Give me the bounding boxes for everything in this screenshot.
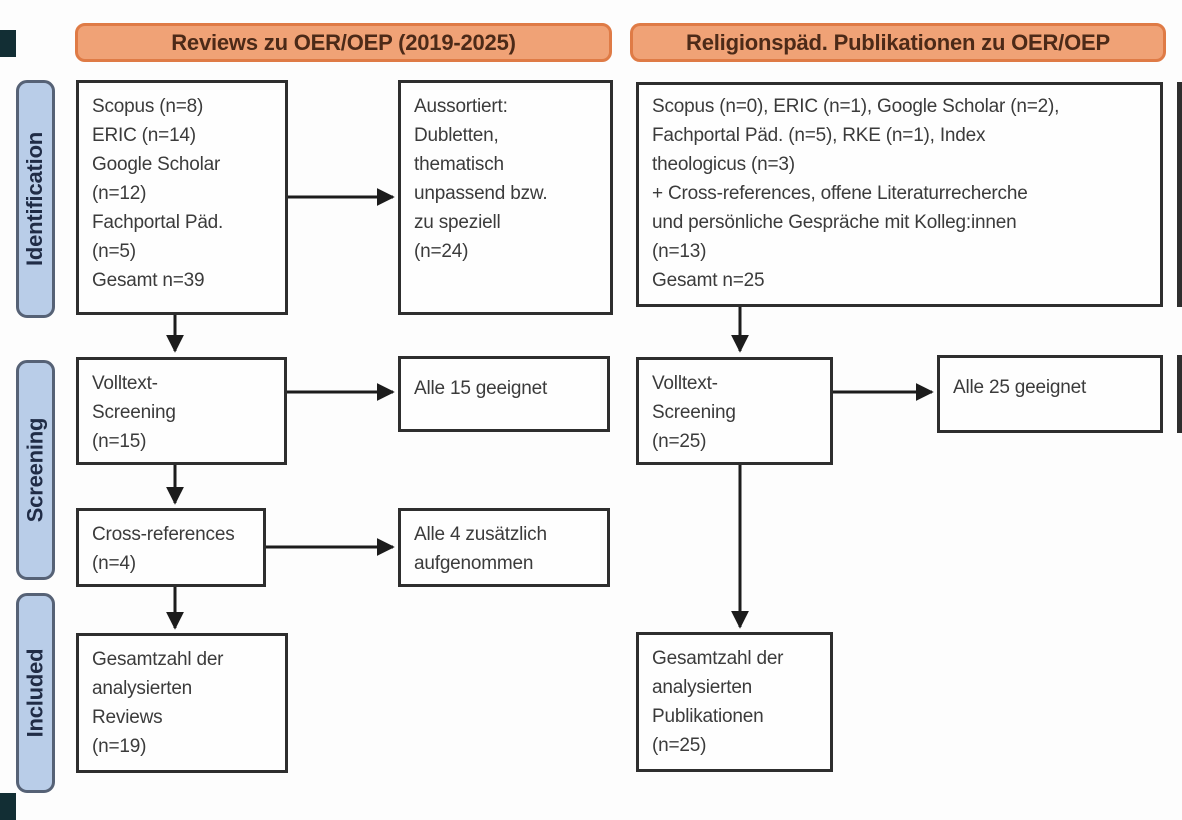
right-fulltext-screening-box: Volltext-Screening(n=25) xyxy=(636,357,833,465)
stage-tab-screening-label: Screening xyxy=(22,417,48,523)
column-header-religionspaed: Religionspäd. Publikationen zu OER/OEP xyxy=(630,23,1166,62)
left-identification-sources-box: Scopus (n=8)ERIC (n=14)Google Scholar(n=… xyxy=(76,80,288,315)
column-header-religionspaed-label: Religionspäd. Publikationen zu OER/OEP xyxy=(686,29,1110,55)
column-header-reviews-label: Reviews zu OER/OEP (2019-2025) xyxy=(171,29,516,55)
cutoff-box-edge-middle xyxy=(1177,355,1182,433)
screen-edge-artifact-bottom xyxy=(0,793,16,820)
stage-tab-included-label: Included xyxy=(22,648,48,738)
right-identification-sources-box: Scopus (n=0), ERIC (n=1), Google Scholar… xyxy=(636,82,1163,307)
stage-tab-identification-label: Identification xyxy=(22,131,48,267)
stage-tab-included: Included xyxy=(16,593,55,793)
stage-tab-screening: Screening xyxy=(16,360,55,580)
column-header-reviews: Reviews zu OER/OEP (2019-2025) xyxy=(75,23,612,62)
left-cross-references-box: Cross-references(n=4) xyxy=(76,508,266,587)
right-fulltext-result-box: Alle 25 geeignet xyxy=(937,355,1163,433)
left-fulltext-screening-box: Volltext-Screening(n=15) xyxy=(76,357,287,465)
left-fulltext-result-box: Alle 15 geeignet xyxy=(398,356,610,432)
stage-tab-identification: Identification xyxy=(16,80,55,318)
screen-edge-artifact-top xyxy=(0,30,16,57)
cutoff-box-edge-top xyxy=(1177,82,1182,307)
